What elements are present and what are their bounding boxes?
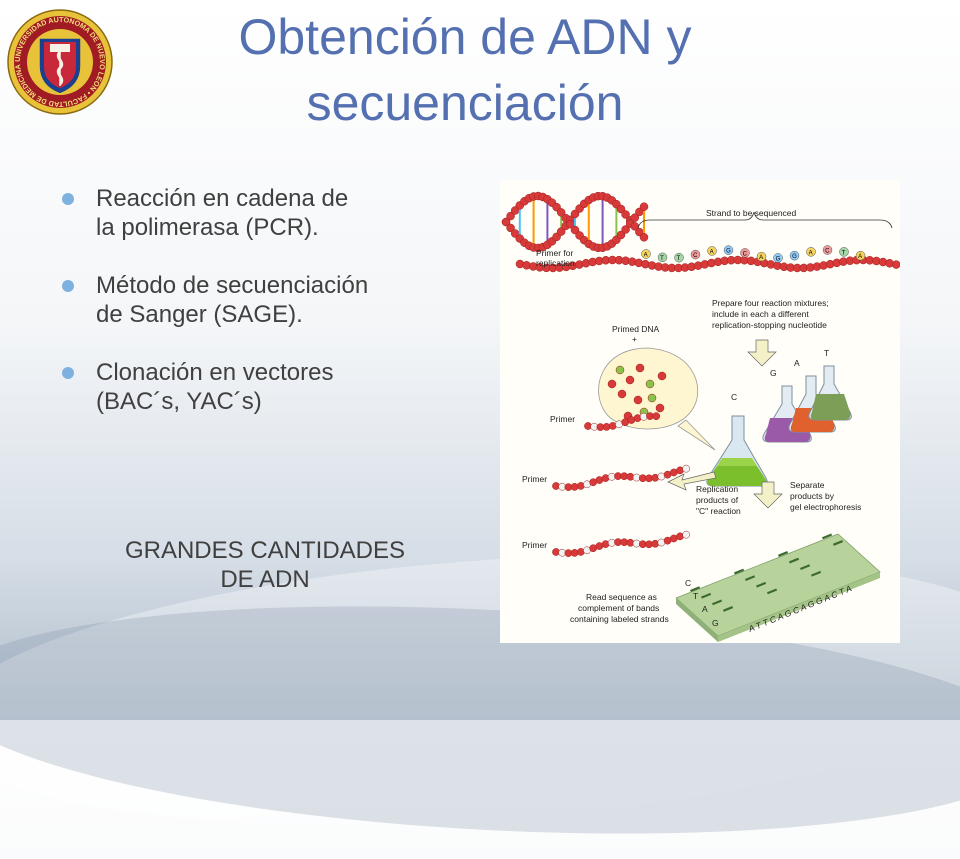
prepare-text-3: replication-stopping nucleotide <box>712 320 827 330</box>
base-bead <box>756 251 767 262</box>
nucleotide-mix <box>607 363 667 421</box>
replication-label-2: products of <box>696 495 739 505</box>
base-bead <box>690 249 701 260</box>
base-letter: C <box>825 249 830 255</box>
primer-replication-label-2: replication <box>536 258 575 268</box>
template-strand <box>515 255 900 273</box>
base-letter: T <box>677 256 681 262</box>
university-seal-logo: UNIVERSIDAD AUTONOMA DE NUEVO LEON • FAC… <box>5 1 114 116</box>
base-bead <box>789 250 800 261</box>
flask-t <box>808 365 852 421</box>
separate-label-2: products by <box>790 491 835 501</box>
base-bead <box>723 245 734 255</box>
primed-dna-label: Primed DNA <box>612 324 660 334</box>
gel-letter-c: C <box>685 578 691 588</box>
separate-label-1: Separate <box>790 480 825 490</box>
base-bead <box>641 249 651 259</box>
slide-title: Obtención de ADN y secuenciación <box>140 4 790 136</box>
base-letter: C <box>743 251 748 257</box>
base-letter: G <box>726 249 731 255</box>
base-letter: A <box>644 253 648 259</box>
bullet-dot-icon <box>62 280 74 292</box>
base-bead <box>657 252 668 263</box>
read-label-2: complement of bands <box>578 603 659 613</box>
separate-label-3: gel electrophoresis <box>790 502 861 512</box>
read-label-1: Read sequence as <box>586 592 657 602</box>
bullet-item: Método de secuenciación de Sanger (SAGE)… <box>62 271 462 329</box>
read-label-3: containing labeled strands <box>570 614 669 624</box>
base-letter: A <box>710 249 714 255</box>
gel-letter-t: T <box>693 591 698 601</box>
dna-helix <box>501 191 649 253</box>
base-bead <box>740 248 750 258</box>
primer-label-1: Primer <box>550 414 575 424</box>
base-bead <box>707 246 717 256</box>
flask-label-c: C <box>731 392 737 402</box>
base-letter: A <box>858 254 862 260</box>
base-letter: C <box>693 253 698 259</box>
replication-label-3: "C" reaction <box>696 506 741 516</box>
base-letter: A <box>809 250 813 256</box>
prepare-text-1: Prepare four reaction mixtures; <box>712 298 829 308</box>
bullet-item: Clonación en vectores (BAC´s, YAC´s) <box>62 358 462 416</box>
base-bead <box>806 247 816 257</box>
gel-bands <box>690 533 844 612</box>
gel-letter-a: A <box>702 604 708 614</box>
base-bead <box>674 252 684 263</box>
replication-label-1: Replication <box>696 484 738 494</box>
bullet-item: Reacción en cadena de la polimerasa (PCR… <box>62 184 462 242</box>
primer-label-2: Primer <box>522 474 547 484</box>
base-letter: T <box>660 256 664 262</box>
bullet-dot-icon <box>62 367 74 379</box>
base-letter: G <box>792 254 797 260</box>
base-letter: A <box>759 255 763 261</box>
strand-label: Strand to be sequenced <box>706 208 797 218</box>
template-bases: A T T C A G C A G G A C T A <box>641 245 866 263</box>
title-line-1: Obtención de ADN y <box>238 9 692 65</box>
flask-c <box>706 415 768 487</box>
base-letter: T <box>842 250 846 256</box>
base-bead <box>839 247 849 257</box>
base-bead <box>773 253 783 263</box>
base-bead <box>855 250 866 261</box>
gel-letter-g: G <box>712 618 719 628</box>
primer-replication-label-1: Primer for <box>536 248 573 258</box>
flask-label-t: T <box>824 348 829 358</box>
flask-label-a: A <box>794 358 800 368</box>
emphasis-note: GRANDES CANTIDADES DE ADN <box>124 537 406 593</box>
plus-sign: + <box>632 334 637 344</box>
bullet-dot-icon <box>62 193 74 205</box>
base-bead <box>822 245 833 255</box>
replication-products <box>552 412 691 557</box>
prepare-text-2: include in each a different <box>712 309 809 319</box>
flask-label-g: G <box>770 368 777 378</box>
bullet-list: Reacción en cadena de la polimerasa (PCR… <box>62 184 462 445</box>
primer-label-3: Primer <box>522 540 547 550</box>
title-line-2: secuenciación <box>306 75 624 131</box>
base-letter: G <box>776 256 781 262</box>
electrophoresis-gel <box>675 533 881 642</box>
